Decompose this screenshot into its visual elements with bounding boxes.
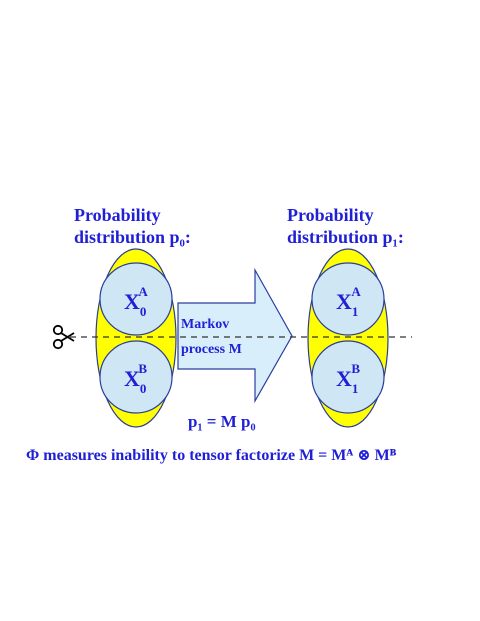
markov-arrow xyxy=(177,267,293,404)
node-x0a xyxy=(99,262,173,336)
node-x0b xyxy=(99,340,173,414)
left-title: Probability distribution p₀: xyxy=(74,204,191,248)
right-title-line1: Probability xyxy=(287,205,374,225)
node-x1a-label: X1A xyxy=(336,284,361,319)
equation: p₁ = M p₀ xyxy=(188,412,256,431)
node-x0a-label: X0A xyxy=(124,284,148,319)
arrow-label-line2: process M xyxy=(181,342,242,357)
right-title: Probability distribution p₁: xyxy=(287,204,404,248)
scissors-icon xyxy=(52,324,75,350)
caption: Φ measures inability to tensor factorize… xyxy=(26,447,397,464)
left-title-line2: distribution p₀: xyxy=(74,227,191,247)
right-title-line2: distribution p₁: xyxy=(287,227,404,247)
node-x1b-label: X1B xyxy=(336,361,360,396)
node-x0b-label: X0B xyxy=(124,361,147,396)
node-x1b xyxy=(311,340,385,414)
arrow-label-line1: Markov xyxy=(181,317,229,332)
left-title-line1: Probability xyxy=(74,205,161,225)
node-x1a xyxy=(311,262,385,336)
